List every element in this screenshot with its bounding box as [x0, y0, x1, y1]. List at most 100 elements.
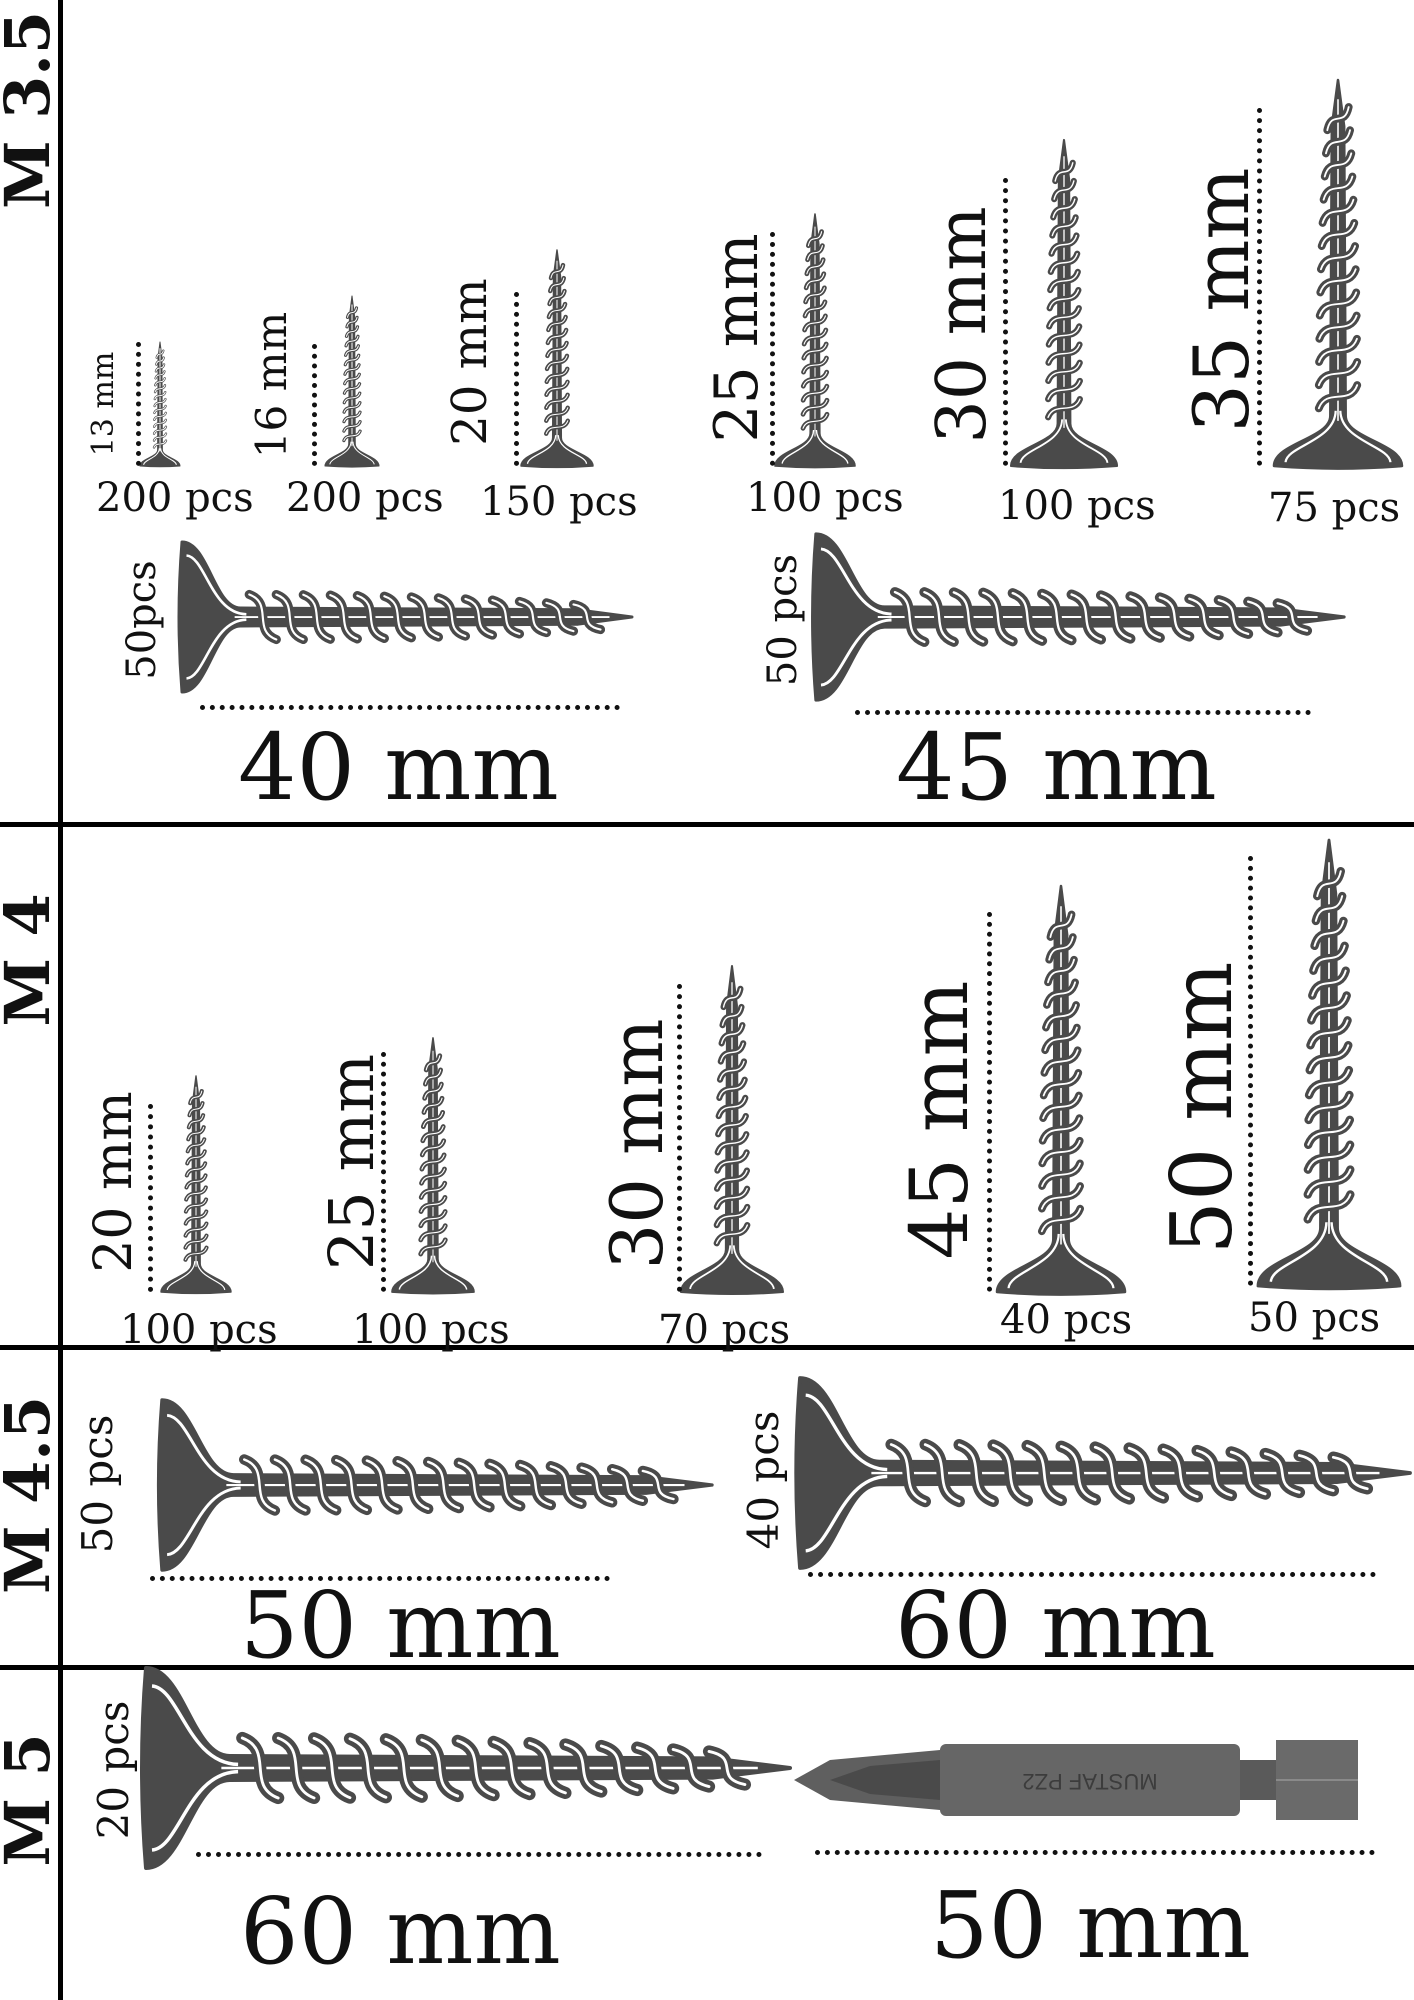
screw-thread-highlight: [1099, 594, 1132, 640]
screw-thread-highlight: [991, 1443, 1029, 1503]
screw-group: [140, 1666, 792, 1870]
screw-icon: [324, 295, 380, 468]
screw-thread-highlight: [545, 394, 569, 409]
screw-thread-highlight: [528, 1741, 567, 1795]
screw-thread-highlight: [802, 413, 828, 429]
screw-thread-highlight: [671, 1748, 711, 1788]
screw-thread-highlight: [518, 600, 548, 634]
screw-thread-highlight: [546, 368, 568, 383]
screw-thread-highlight: [805, 287, 825, 303]
screw-thread-highlight: [420, 1210, 446, 1227]
screw-group: [160, 1075, 232, 1295]
screw-thread-highlight: [1047, 362, 1081, 382]
screw-thread-highlight: [1043, 1049, 1079, 1074]
screw-length-label: 16 mm: [247, 311, 296, 459]
screw-thread-highlight: [185, 1247, 207, 1261]
screw-count-label: 100 pcs: [352, 1307, 510, 1353]
screw-thread-highlight: [610, 1468, 645, 1502]
screw-thread-highlight: [422, 1126, 444, 1142]
screw-thread-highlight: [304, 1458, 338, 1512]
screw-thread-highlight: [1025, 1444, 1063, 1502]
screw-thread-highlight: [154, 377, 166, 386]
screw-thread-highlight: [273, 1458, 307, 1512]
screw-thread-highlight: [185, 1223, 207, 1237]
screw-thread-highlight: [343, 421, 361, 432]
screw-thread-highlight: [457, 1461, 491, 1509]
divider-m4-m45: [0, 1345, 1414, 1350]
screw-count-label: 40 pcs: [739, 1410, 788, 1550]
screw-thread-highlight: [156, 350, 164, 359]
screw-icon: [140, 1666, 792, 1870]
screw-thread-highlight: [185, 1198, 207, 1213]
screw-thread-highlight: [420, 1239, 446, 1255]
dimension-line: [855, 710, 1311, 715]
screw-thread-highlight: [1048, 307, 1080, 328]
screw-thread-highlight: [1308, 1044, 1350, 1072]
screw-thread-highlight: [1048, 325, 1080, 346]
screw-thread-highlight: [1308, 1069, 1350, 1096]
screw-thread-highlight: [396, 1459, 430, 1511]
screw-thread-highlight: [1129, 595, 1162, 639]
screw-icon: [139, 341, 181, 468]
screw-thread-highlight: [154, 398, 166, 407]
screw-thread-highlight: [1318, 337, 1358, 363]
screw-thread-highlight: [420, 1738, 460, 1798]
screw-thread-highlight: [1048, 289, 1080, 309]
screw-thread-highlight: [707, 1750, 747, 1786]
screw-length-label: 20 mm: [442, 278, 498, 446]
screw-thread-highlight: [276, 1736, 316, 1800]
screw-icon: [774, 213, 856, 469]
screw-thread-highlight: [329, 594, 359, 640]
screw-thread-highlight: [186, 1162, 206, 1176]
divider-m35-m4: [0, 822, 1414, 827]
screw-highlight: [329, 441, 375, 465]
screw-thread-highlight: [189, 1090, 203, 1104]
screw-icon: [156, 1398, 714, 1572]
screw-thread-highlight: [802, 357, 828, 373]
screw-thread-highlight: [1310, 994, 1348, 1022]
screw-thread-highlight: [344, 364, 360, 375]
screw-thread-highlight: [155, 370, 165, 379]
section-label-m4: M 4: [0, 893, 64, 1026]
screw-thread-highlight: [346, 326, 358, 337]
screw-highlight: [1007, 1233, 1115, 1289]
screw-thread-highlight: [1040, 1185, 1082, 1210]
screw-thread-highlight: [1042, 1094, 1080, 1120]
bit-tip-flute: [830, 1760, 940, 1800]
screw-thread-highlight: [1041, 1162, 1081, 1187]
screw-thread-highlight: [1297, 1454, 1335, 1492]
screw-icon: [160, 1075, 232, 1295]
screw-thread-highlight: [240, 1736, 280, 1800]
screw-group: [1256, 838, 1402, 1291]
screw-thread-highlight: [1306, 1193, 1352, 1221]
section-label-m35: M 3.5: [0, 10, 64, 209]
screw-thread-highlight: [1307, 1118, 1351, 1146]
screw-thread-highlight: [185, 1235, 207, 1249]
screw-thread-highlight: [1322, 175, 1354, 201]
screw-thread-highlight: [716, 1206, 748, 1226]
screw-thread-highlight: [1307, 1094, 1351, 1121]
bit-length-label: 50 mm: [930, 1872, 1251, 1979]
screw-highlight: [143, 448, 177, 465]
screw-group: [391, 1037, 475, 1295]
screw-thread-highlight: [189, 1102, 203, 1116]
screw-thread-highlight: [545, 601, 575, 633]
screw-highlight: [1019, 419, 1109, 464]
screw-thread-highlight: [426, 1460, 461, 1510]
screw-thread-highlight: [188, 1114, 204, 1128]
bit-neck: [1240, 1760, 1276, 1800]
screw-thread-highlight: [1047, 398, 1081, 418]
screw-thread-highlight: [424, 1069, 442, 1085]
screw-thread-highlight: [635, 1746, 675, 1790]
dimension-line: [200, 705, 620, 710]
screw-thread-highlight: [1045, 981, 1077, 1006]
screw-count-label: 150 pcs: [480, 479, 638, 525]
screw-icon: [520, 249, 594, 469]
screw-highlight: [805, 1393, 888, 1553]
screw-thread-highlight: [420, 1182, 446, 1198]
screw-icon: [1009, 138, 1119, 470]
screw-thread-highlight: [545, 420, 569, 435]
screw-icon: [794, 1376, 1412, 1570]
screw-thread-highlight: [346, 316, 358, 328]
screw-thread-highlight: [492, 1740, 531, 1796]
